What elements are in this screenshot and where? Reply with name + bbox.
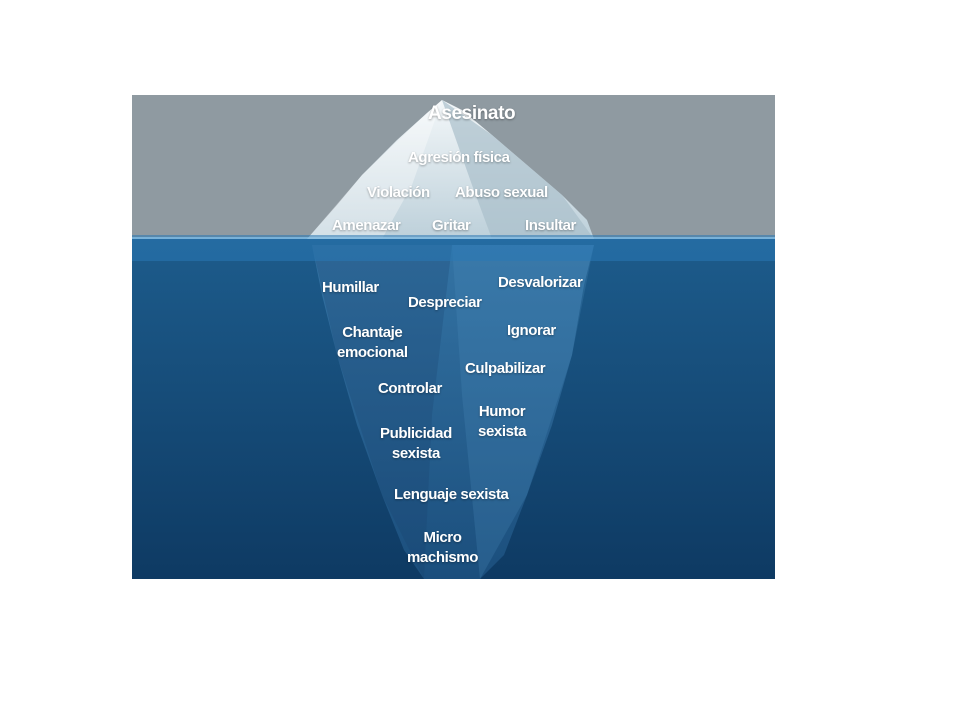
label-abuso-sexual: Abuso sexual bbox=[455, 184, 548, 201]
label-despreciar: Despreciar bbox=[408, 294, 482, 311]
label-humor-line1: Humor bbox=[478, 403, 526, 420]
label-publicidad-sexista: Publicidad sexista bbox=[380, 424, 452, 464]
water-surface bbox=[132, 235, 775, 261]
label-humor-sexista: Humor sexista bbox=[478, 402, 526, 442]
label-publicidad-line1: Publicidad bbox=[380, 425, 452, 442]
label-chantaje-line2: emocional bbox=[337, 344, 408, 361]
label-culpabilizar: Culpabilizar bbox=[465, 360, 546, 377]
label-micro-line2: machismo bbox=[407, 549, 478, 566]
iceberg-shadow-facet bbox=[442, 100, 594, 239]
label-chantaje-line1: Chantaje bbox=[342, 324, 403, 341]
label-violacion: Violación bbox=[367, 184, 430, 201]
iceberg-scene bbox=[132, 95, 775, 579]
label-micro-line1: Micro bbox=[423, 529, 462, 546]
label-asesinato: Asesinato bbox=[428, 103, 516, 124]
iceberg-diagram: Asesinato Agresión física Violación Abus… bbox=[132, 95, 775, 579]
label-humor-line2: sexista bbox=[478, 423, 527, 440]
label-insultar: Insultar bbox=[525, 217, 576, 234]
underwater-facet bbox=[452, 245, 594, 579]
label-gritar: Gritar bbox=[432, 217, 471, 234]
label-chantaje-emocional: Chantaje emocional bbox=[337, 323, 408, 363]
label-micro-machismo: Micro machismo bbox=[407, 528, 478, 568]
label-lenguaje-sexista: Lenguaje sexista bbox=[394, 486, 509, 503]
label-ignorar: Ignorar bbox=[507, 322, 556, 339]
label-controlar: Controlar bbox=[378, 380, 442, 397]
label-humillar: Humillar bbox=[322, 279, 379, 296]
label-amenazar: Amenazar bbox=[332, 217, 401, 234]
label-desvalorizar: Desvalorizar bbox=[498, 274, 583, 291]
underwater-facet-dark bbox=[312, 245, 452, 579]
underwater-iceberg bbox=[312, 245, 594, 579]
label-publicidad-line2: sexista bbox=[391, 445, 440, 462]
label-agresion-fisica: Agresión física bbox=[408, 149, 510, 166]
iceberg-light-facet bbox=[307, 100, 442, 239]
